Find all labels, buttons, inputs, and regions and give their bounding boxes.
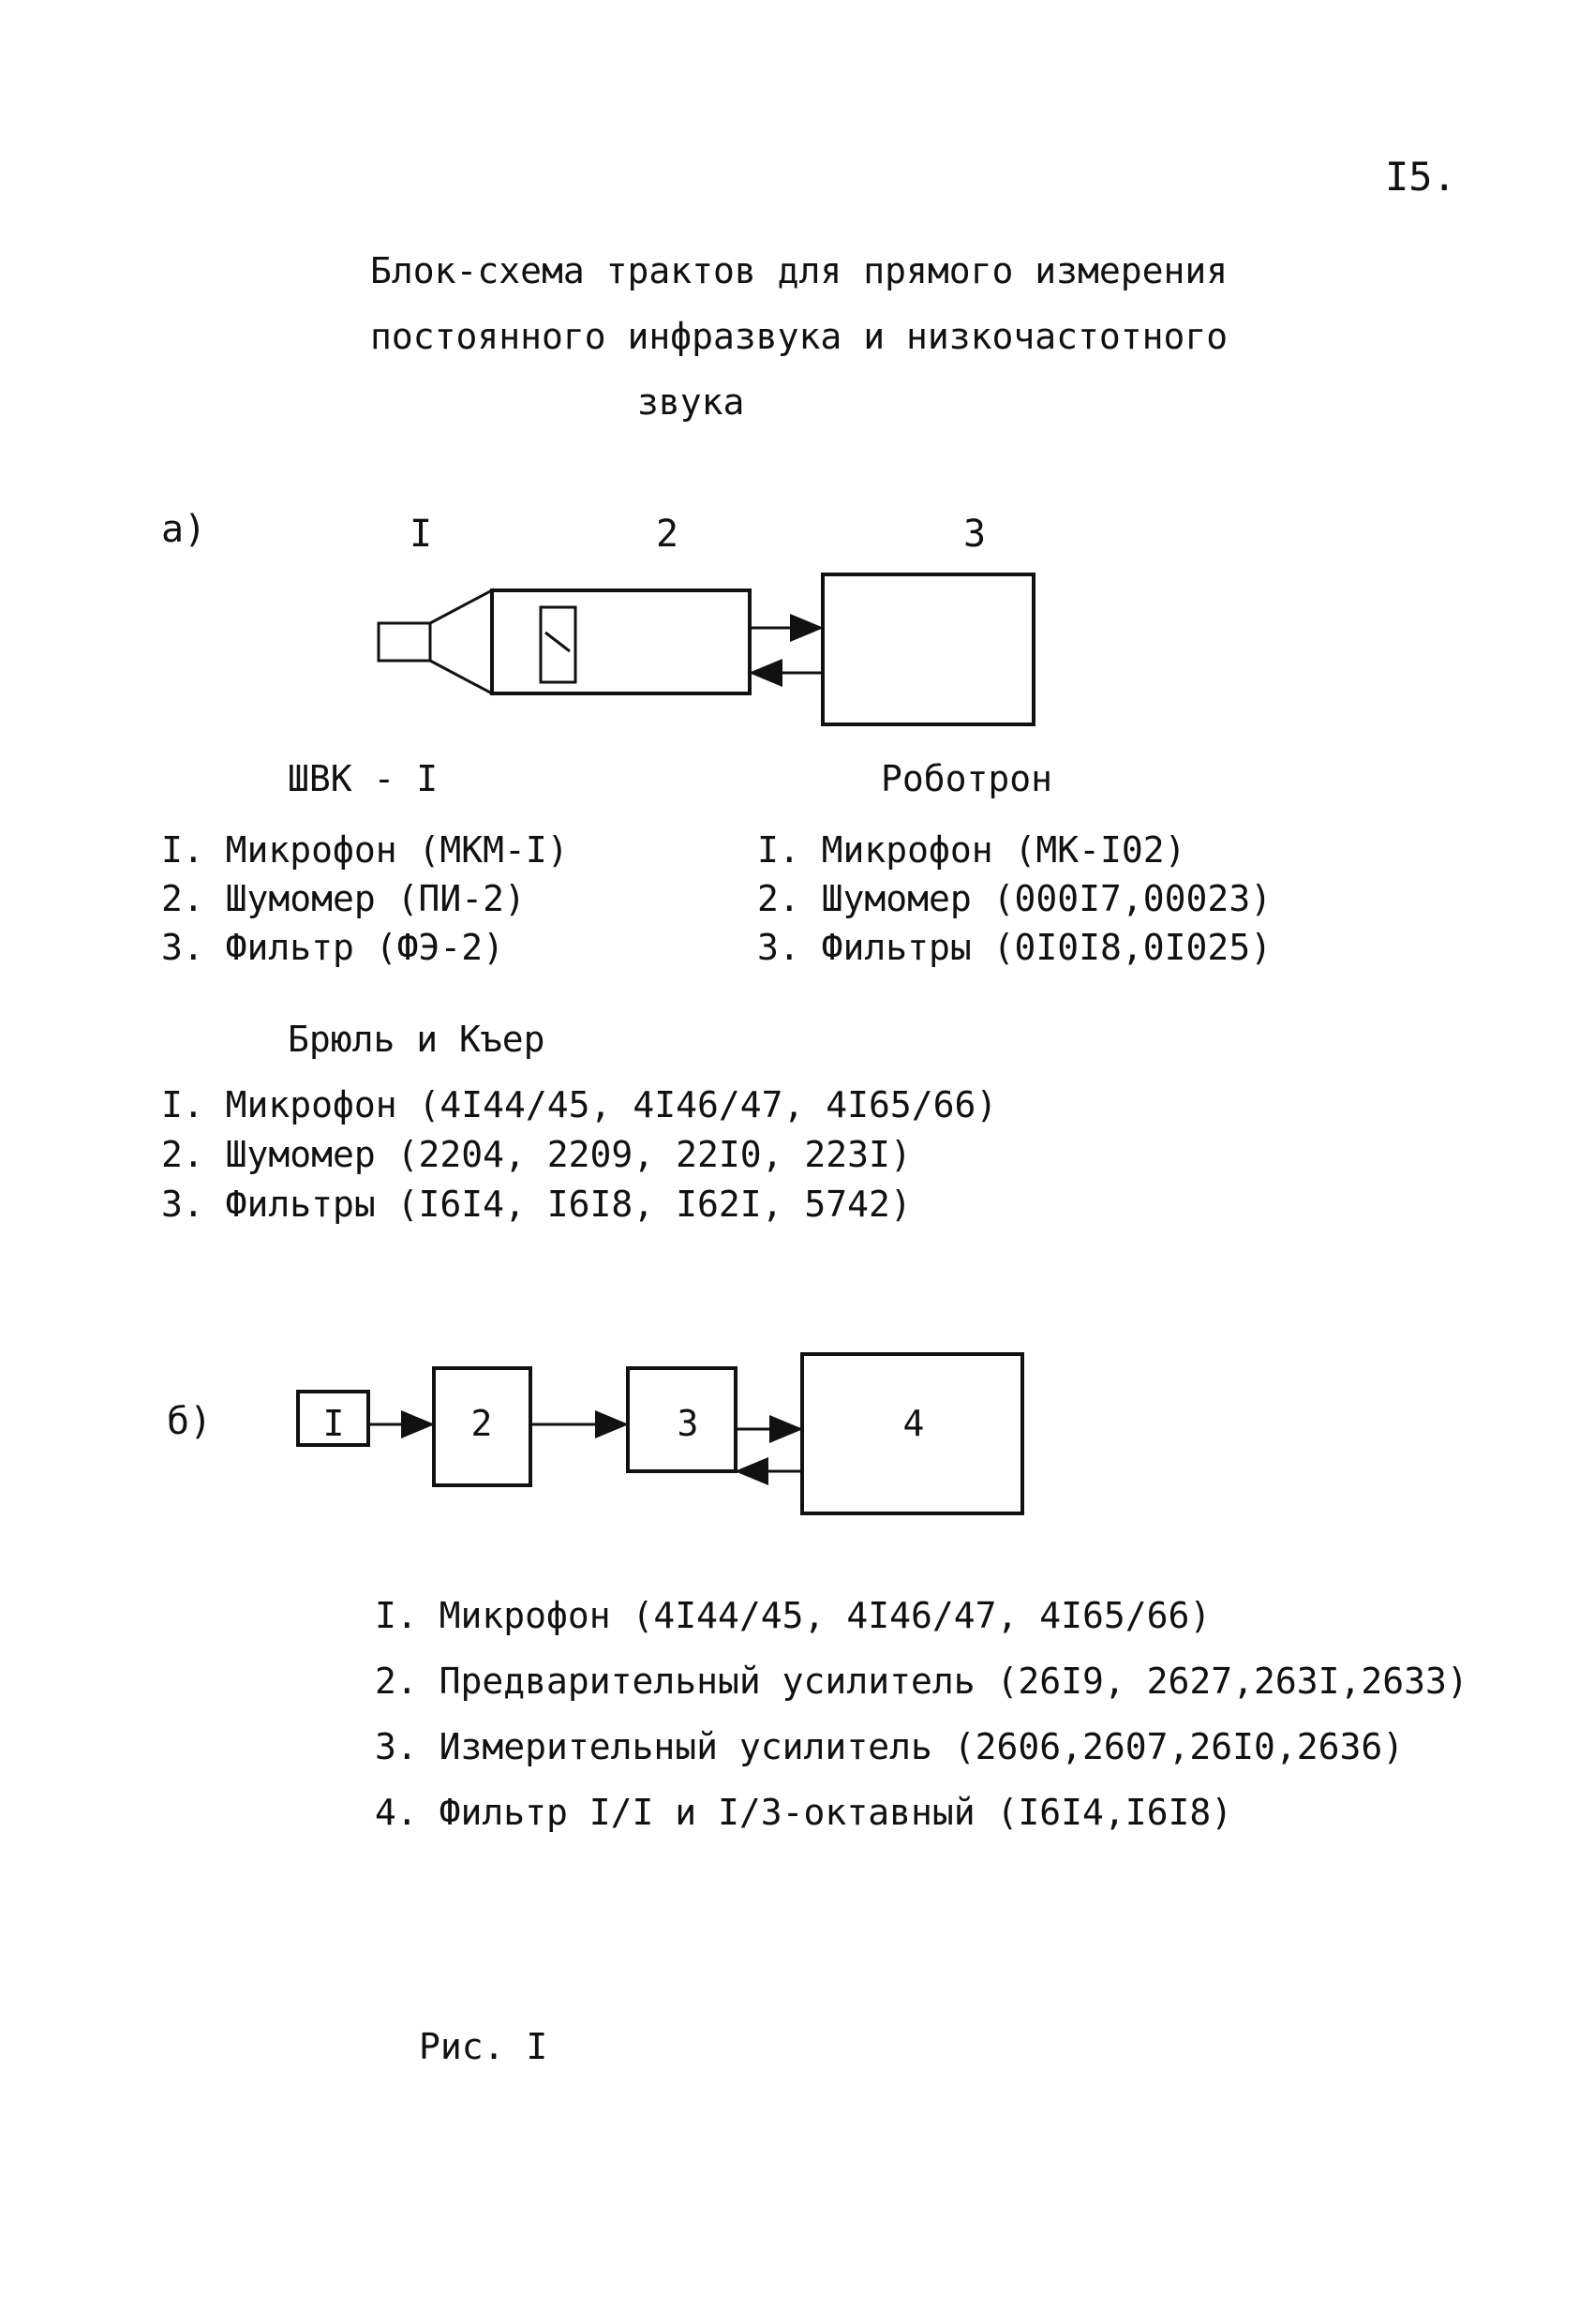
page-number: I5. [1385, 154, 1456, 200]
bruel-item-2: 2. Шумомер (2204, 2209, 22I0, 223I) [161, 1134, 912, 1175]
chain-item-2: 2. Предварительный усилитель (26I9, 2627… [375, 1661, 1468, 1702]
meter-needle [544, 631, 571, 653]
diagram-b-label: б) [167, 1400, 213, 1443]
title-line-1: Блок-схема трактов для прямого измерения [370, 250, 1229, 291]
chain-item-3: 3. Измерительный усилитель (2606,2607,26… [375, 1726, 1405, 1767]
robotron-item-3: 3. Фильтры (0I0I8,0I025) [757, 927, 1273, 968]
bruel-heading: Брюль и Къер [288, 1019, 545, 1060]
bruel-item-3: 3. Фильтры (I6I4, I6I8, I62I, 5742) [161, 1184, 912, 1225]
svk-heading: ШВК - I [288, 758, 439, 799]
title-line-2: постоянного инфразвука и низкочастотного [370, 316, 1229, 357]
chain-item-4: 4. Фильтр I/I и I/3-октавный (I6I4,I6I8) [375, 1792, 1233, 1833]
diagram-b [296, 1352, 1024, 1515]
meter-indicator [539, 605, 577, 684]
block-number-1: I [410, 513, 433, 556]
svk-item-1: I. Микрофон (МКМ-I) [161, 829, 569, 871]
svk-item-3: 3. Фильтр (ФЭ-2) [161, 927, 505, 968]
robotron-item-1: I. Микрофон (МК-I02) [757, 829, 1186, 871]
block-number-3: 3 [963, 513, 987, 556]
block-number-2: 2 [656, 513, 679, 556]
block-1 [296, 1390, 370, 1447]
block-2-label: 2 [471, 1403, 493, 1444]
title-line-3: звука [637, 381, 745, 423]
block-3-label: 3 [678, 1403, 699, 1444]
diagram-a-label: а) [161, 508, 207, 551]
microphone-cone [429, 588, 494, 696]
svk-item-2: 2. Шумомер (ПИ-2) [161, 878, 526, 919]
block-1-label: I [323, 1403, 345, 1444]
robotron-heading: Роботрон [881, 758, 1053, 799]
figure-caption: Рис. I [419, 2026, 548, 2067]
chain-item-1: I. Микрофон (4I44/45, 4I46/47, 4I65/66) [375, 1595, 1212, 1636]
robotron-item-2: 2. Шумомер (000I7,00023) [757, 878, 1273, 919]
bruel-item-1: I. Микрофон (4I44/45, 4I46/47, 4I65/66) [161, 1084, 998, 1125]
block-4-label: 4 [903, 1403, 925, 1444]
diagram-a [377, 573, 1035, 726]
robotron-block [821, 573, 1035, 726]
microphone-body [377, 621, 432, 663]
sound-level-meter-block [490, 588, 752, 695]
